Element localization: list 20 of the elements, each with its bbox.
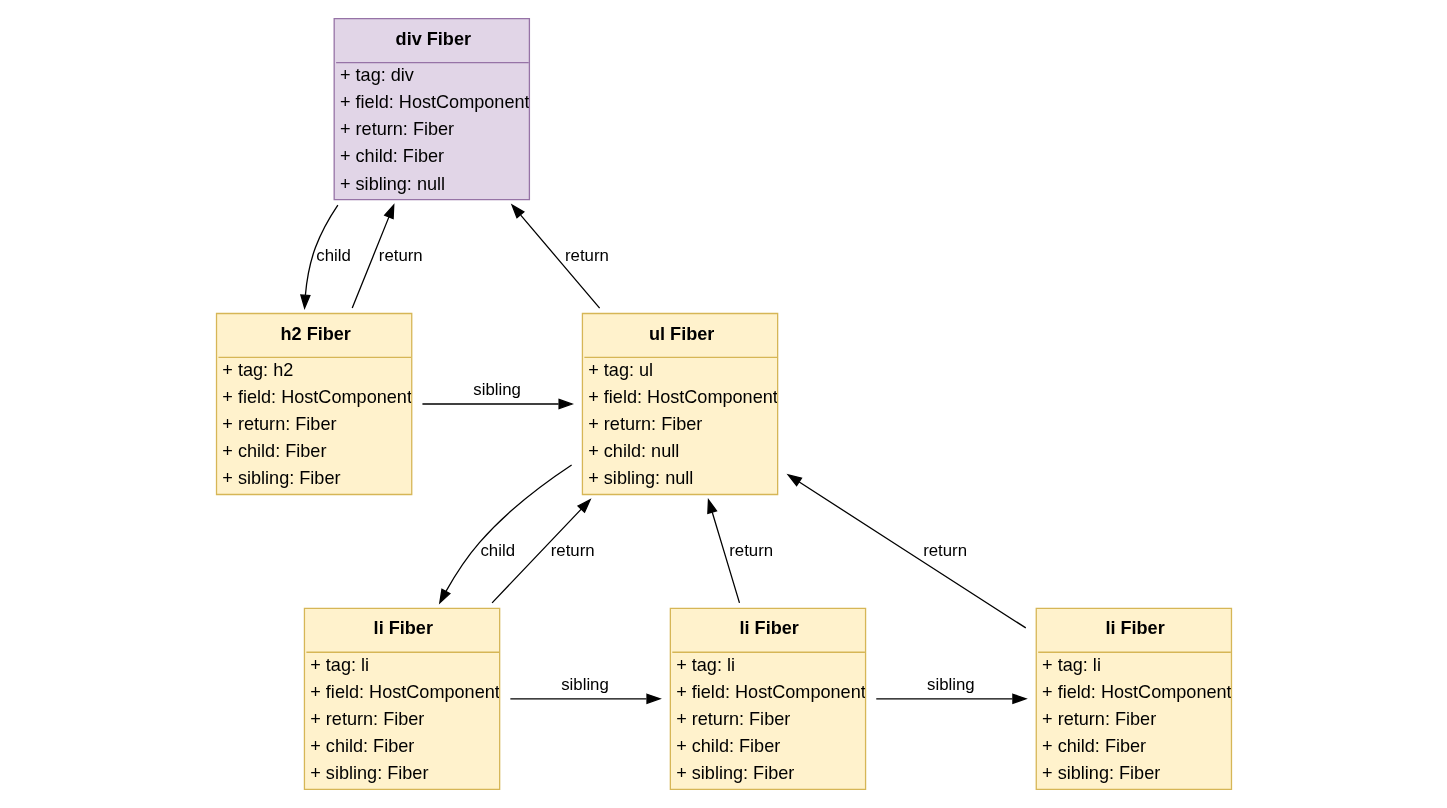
arrow [510, 203, 600, 309]
arrow [351, 203, 394, 309]
arrow [490, 498, 591, 604]
edge-label: return [378, 246, 423, 265]
arrow [706, 497, 740, 604]
edge-label: return [564, 246, 609, 265]
arrow [509, 693, 662, 705]
arrow [875, 693, 1028, 705]
edge-label: return [550, 540, 595, 560]
arrow [421, 398, 574, 410]
arrow [299, 204, 338, 311]
edge-label: sibling [472, 380, 521, 400]
edge-label: child [315, 246, 351, 265]
edge-label: return [922, 540, 967, 560]
arrow [438, 464, 572, 605]
arrow [786, 473, 1026, 629]
edge-label: sibling [560, 675, 609, 695]
edge-label: sibling [926, 675, 975, 695]
edge-label: child [479, 540, 515, 560]
edge-label: return [728, 540, 773, 560]
